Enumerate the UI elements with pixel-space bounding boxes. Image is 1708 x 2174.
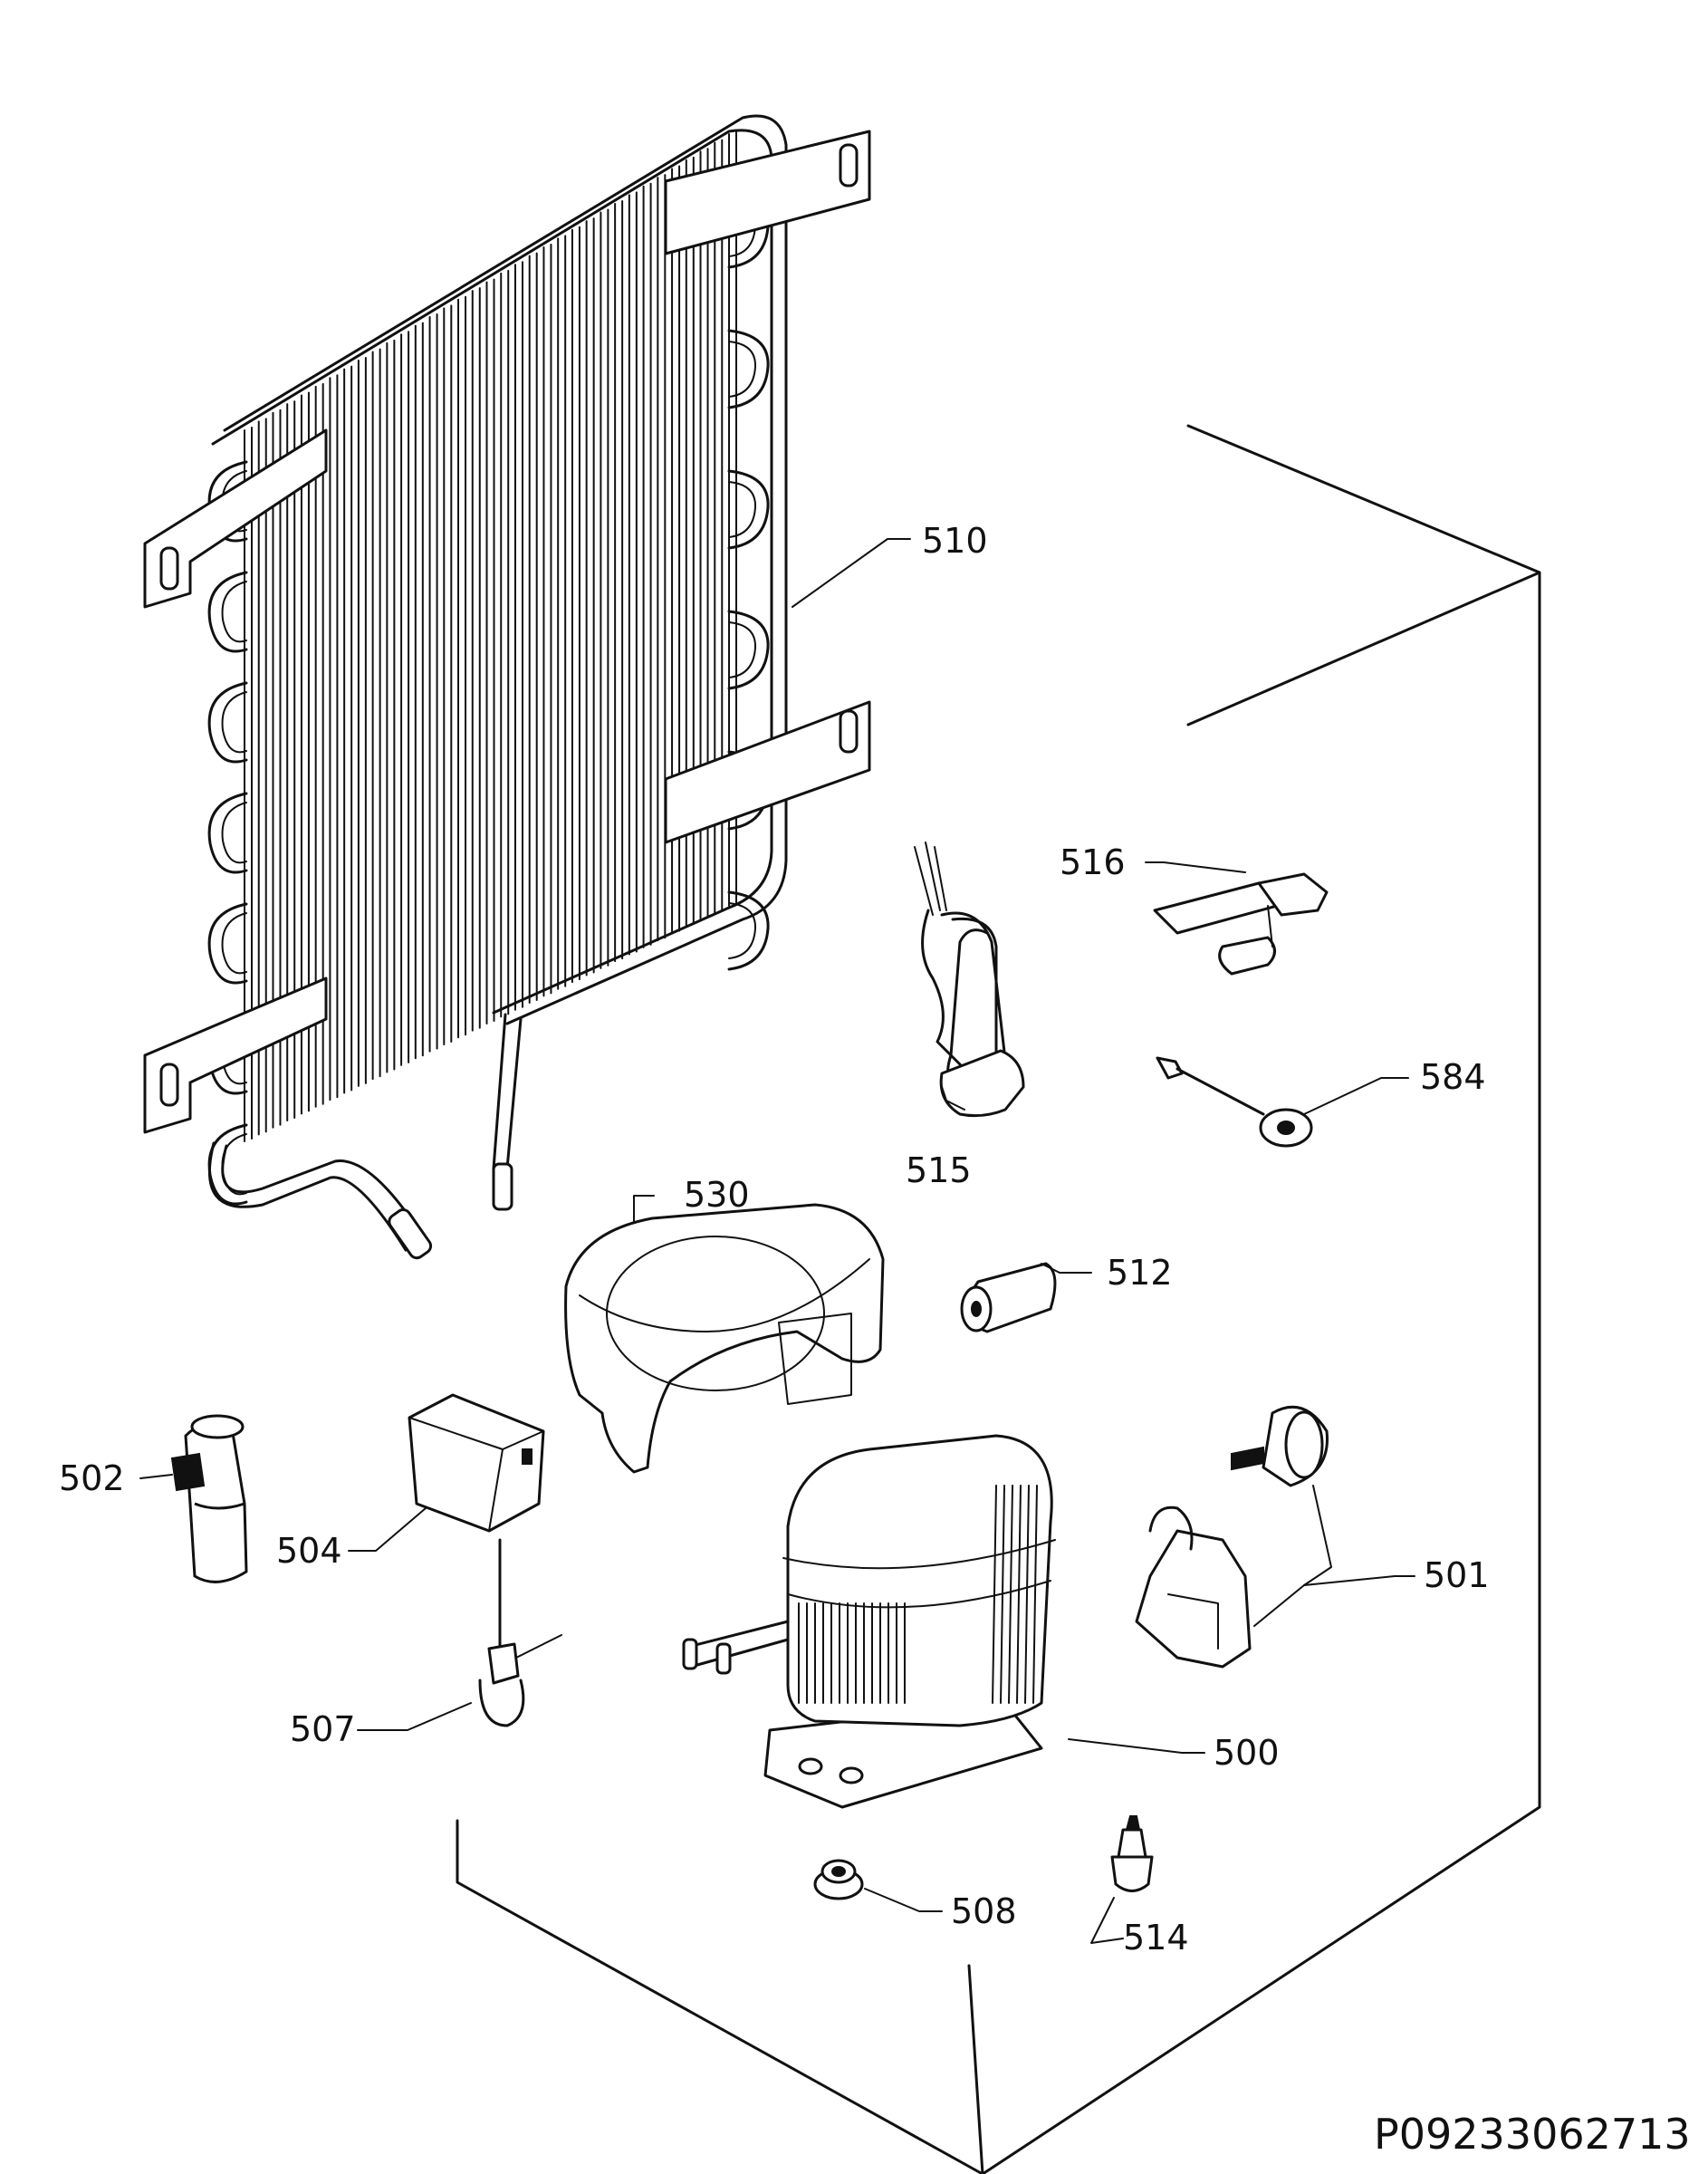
spacer-part[interactable]	[1110, 1815, 1154, 1892]
leader-lines	[139, 538, 1415, 1944]
drip-tray-part[interactable]	[564, 1203, 885, 1474]
diagram-code: P09233062713	[1374, 2110, 1691, 2159]
cabinet-outline	[456, 424, 1541, 2174]
starter-relay-part[interactable]	[170, 1414, 248, 1583]
condenser-part[interactable]	[143, 114, 871, 1261]
label-514[interactable]: 514	[1123, 1918, 1189, 1958]
label-515[interactable]: 515	[906, 1150, 972, 1190]
condenser-serpentine	[207, 188, 770, 1206]
label-501[interactable]: 501	[1424, 1555, 1490, 1595]
capacitor-part[interactable]	[408, 1393, 545, 1533]
sensor-part[interactable]	[1156, 1056, 1313, 1148]
part-labels: 510 516 584 515 530 512 502 504 501 507 …	[59, 521, 1490, 1958]
label-530[interactable]: 530	[684, 1175, 750, 1215]
label-504[interactable]: 504	[276, 1531, 342, 1571]
label-510[interactable]: 510	[922, 521, 988, 561]
label-512[interactable]: 512	[1107, 1253, 1173, 1293]
label-584[interactable]: 584	[1420, 1057, 1486, 1097]
label-500[interactable]: 500	[1214, 1733, 1280, 1773]
compressor-shading	[798, 1485, 1038, 1704]
label-502[interactable]: 502	[59, 1458, 125, 1498]
grommet-part[interactable]	[960, 1262, 1057, 1333]
rubber-foot-part[interactable]	[813, 1859, 864, 1900]
label-508[interactable]: 508	[951, 1891, 1017, 1931]
label-516[interactable]: 516	[1060, 842, 1126, 882]
bracket-part[interactable]	[1153, 872, 1329, 976]
compressor-part[interactable]	[682, 1434, 1056, 1809]
thermostat-part[interactable]	[478, 1538, 562, 1727]
label-507[interactable]: 507	[290, 1709, 356, 1749]
relay-protector-part[interactable]	[1135, 1405, 1329, 1669]
power-cord-part[interactable]	[914, 842, 1025, 1118]
